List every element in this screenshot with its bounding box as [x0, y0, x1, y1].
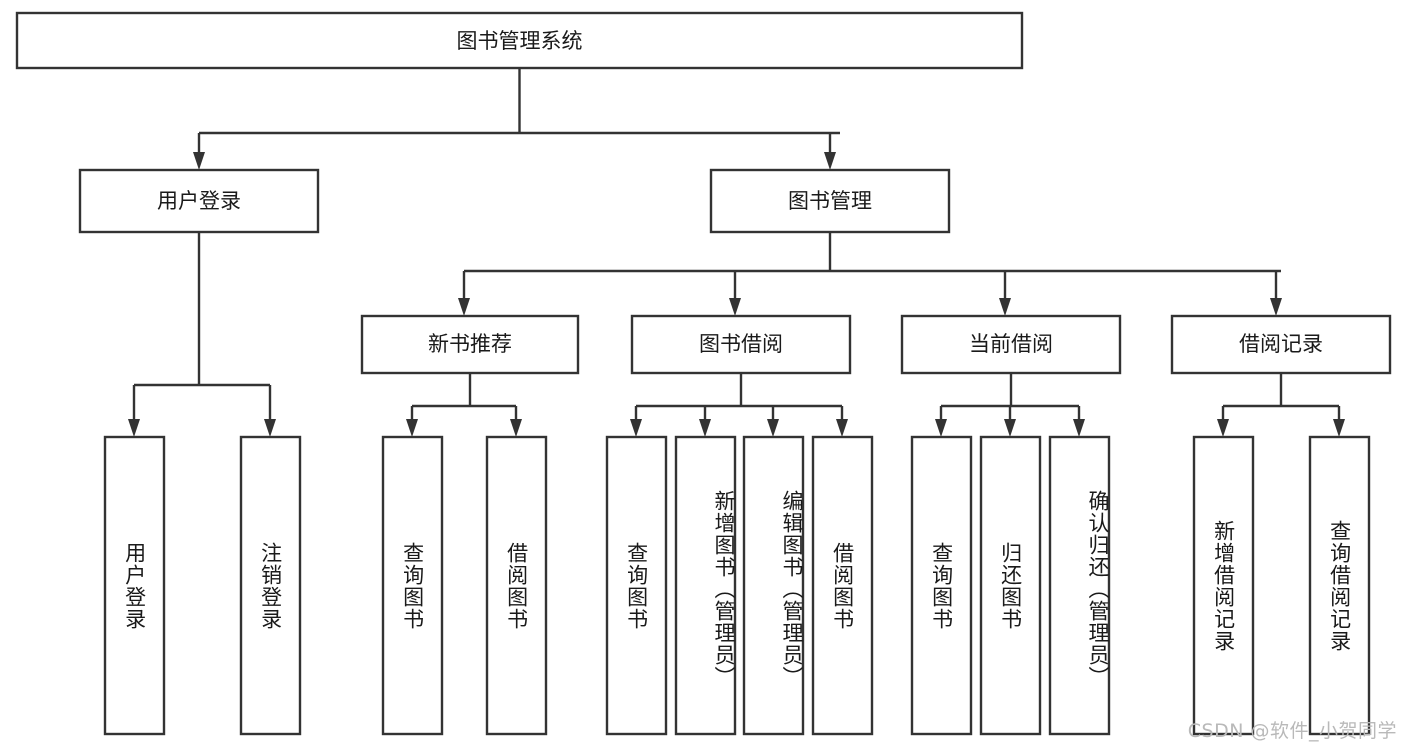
leaf-box-query-book-3[interactable]: [910, 435, 973, 736]
node-user-login-box[interactable]: [78, 168, 320, 234]
node-book-manage-label: 图书管理: [788, 189, 872, 213]
connector-group-borrow-record: [1217, 373, 1345, 437]
arrowhead-bm-c2: [729, 298, 741, 316]
node-user-login-label: 用户登录: [157, 189, 241, 213]
connector-group-book-borrow: [630, 373, 848, 437]
arrowhead-nbr-l2: [510, 419, 522, 437]
connector-group-book-manage: [458, 232, 1282, 316]
node-current-borrow-box[interactable]: [900, 314, 1122, 375]
arrowhead-cb-l1: [935, 419, 947, 437]
arrowhead-user-login: [193, 152, 205, 170]
node-borrow-record-box[interactable]: [1170, 314, 1392, 375]
leaf-box-confirm-return[interactable]: [1048, 435, 1111, 736]
node-new-book-recommend-box[interactable]: [360, 314, 580, 375]
arrowhead-cb-l2: [1004, 419, 1016, 437]
arrowhead-cb-l3: [1073, 419, 1085, 437]
leaf-box-borrow-book-2[interactable]: [811, 435, 874, 736]
leaf-box-query-book-2[interactable]: [605, 435, 668, 736]
leaf-box-return-book[interactable]: [979, 435, 1042, 736]
node-book-manage-box[interactable]: [709, 168, 951, 234]
leaf-box-edit-book[interactable]: [742, 435, 805, 736]
node-book-borrow-box[interactable]: [630, 314, 852, 375]
arrowhead-ul-leaf1: [128, 419, 140, 437]
leaf-box-add-record[interactable]: [1192, 435, 1255, 736]
connector-group-root: [193, 68, 840, 170]
connector-group-new-book-recommend: [406, 373, 522, 437]
arrowhead-bm-c4: [1270, 298, 1282, 316]
arrowhead-bb-l2: [699, 419, 711, 437]
node-book-borrow-label: 图书借阅: [699, 332, 783, 356]
arrowhead-br-l2: [1333, 419, 1345, 437]
arrowhead-nbr-l1: [406, 419, 418, 437]
node-root-label: 图书管理系统: [457, 29, 583, 53]
leaf-box-user-login[interactable]: [103, 435, 166, 736]
arrowhead-bb-l3: [767, 419, 779, 437]
arrowhead-ul-leaf2: [264, 419, 276, 437]
leaf-box-query-record[interactable]: [1308, 435, 1371, 736]
node-new-book-recommend-label: 新书推荐: [428, 332, 512, 356]
arrowhead-bm-c3: [999, 298, 1011, 316]
arrowhead-bm-c1: [458, 298, 470, 316]
connector-group-user-login: [128, 232, 276, 437]
node-borrow-record-label: 借阅记录: [1239, 332, 1323, 356]
node-root-box[interactable]: [15, 11, 1024, 70]
leaf-box-query-book-1[interactable]: [381, 435, 444, 736]
arrowhead-bb-l1: [630, 419, 642, 437]
arrowhead-book-manage: [824, 152, 836, 170]
node-current-borrow-label: 当前借阅: [969, 332, 1053, 356]
connector-group-current-borrow: [935, 373, 1085, 437]
leaf-box-borrow-book-1[interactable]: [485, 435, 548, 736]
leaf-box-logout-login[interactable]: [239, 435, 302, 736]
arrowhead-bb-l4: [836, 419, 848, 437]
arrowhead-br-l1: [1217, 419, 1229, 437]
watermark-text: CSDN @软件_小贺同学: [1187, 720, 1397, 742]
leaf-box-add-book[interactable]: [674, 435, 737, 736]
